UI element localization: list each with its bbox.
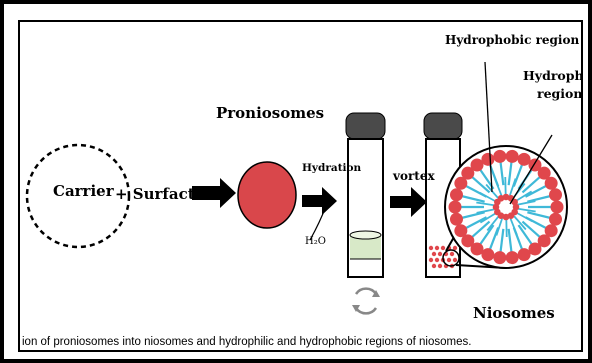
- tube-2-vesicle: [438, 252, 442, 256]
- rotation-arrows-icon: [352, 289, 380, 314]
- tube-2-vesicle: [432, 264, 436, 268]
- outer-head-group: [481, 153, 494, 166]
- tube-2-vesicle: [450, 252, 454, 256]
- vortex-arrow: [390, 187, 427, 217]
- h2o-curved-arrow: [310, 206, 326, 240]
- figure-caption: ion of proniosomes into niosomes and hyd…: [22, 336, 471, 348]
- proniosome-ellipse: [238, 162, 296, 228]
- hydration-arrow: [302, 187, 337, 215]
- outer-head-group: [450, 188, 463, 201]
- tube-2-vesicle: [438, 264, 442, 268]
- hydrophilic-label-line1: Hydrophilic: [523, 68, 583, 83]
- outer-head-group: [506, 251, 519, 264]
- h2o-label: H₂O: [305, 236, 326, 247]
- outer-head-group: [493, 251, 506, 264]
- tube-2-cap: [424, 113, 462, 139]
- tube-2-vesicle: [441, 246, 445, 250]
- hydrophilic-core: [501, 202, 511, 212]
- tube-2-vesicle: [432, 252, 436, 256]
- outer-head-group: [506, 150, 519, 163]
- proniosomes-label: Proniosomes: [216, 104, 324, 122]
- carrier-label: Carrier: [53, 182, 114, 200]
- tube-1-liquid-surface: [350, 231, 381, 239]
- diagram-panel: Carrier + Surfactant Proniosomes Hydrati…: [18, 20, 583, 352]
- outer-head-group: [549, 188, 562, 201]
- tube-2-vesicle: [447, 258, 451, 262]
- outer-head-group: [518, 248, 531, 261]
- vortex-label: vortex: [393, 169, 435, 183]
- hydration-label: Hydration: [302, 162, 361, 174]
- tube-1: [346, 113, 385, 277]
- niosomes-label: Niosomes: [473, 304, 555, 322]
- outer-head-group: [454, 224, 467, 237]
- hydrophilic-label-line2: region: [537, 86, 582, 101]
- outer-head-group: [549, 213, 562, 226]
- tube-2-vesicle: [429, 246, 433, 250]
- tube-1-cap: [346, 113, 385, 139]
- outer-head-group: [545, 177, 558, 190]
- outer-head-group: [551, 201, 564, 214]
- tube-2-vesicle: [435, 258, 439, 262]
- hydrophobic-label: Hydrophobic region: [445, 33, 579, 47]
- outer-head-group: [450, 213, 463, 226]
- tube-2-vesicle: [453, 258, 457, 262]
- tube-2-vesicle: [435, 246, 439, 250]
- tube-2-vesicle: [429, 258, 433, 262]
- outer-head-group: [449, 201, 462, 214]
- surfactant-label: + Surfactant: [115, 185, 222, 203]
- tube-2-vesicle: [453, 246, 457, 250]
- outer-head-group: [493, 150, 506, 163]
